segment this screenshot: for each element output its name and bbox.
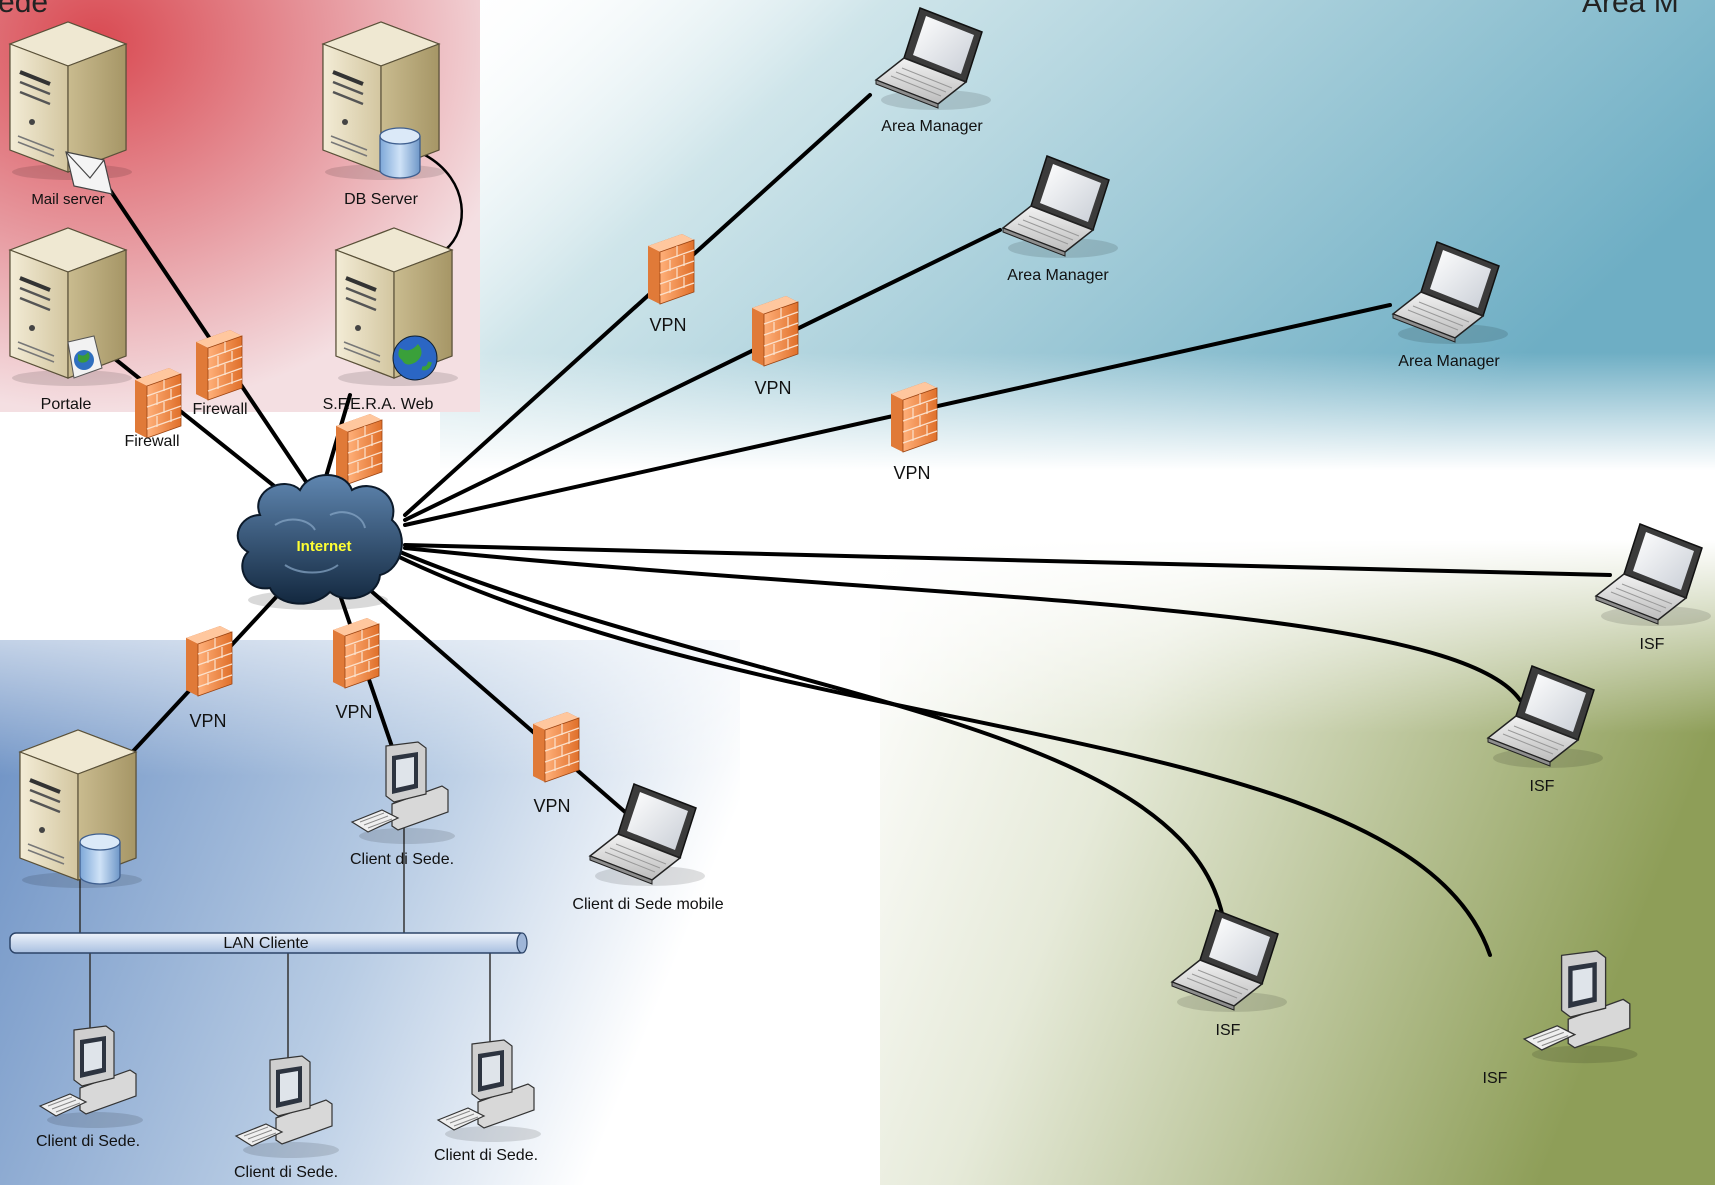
area-manager-1-label: Area Manager (881, 118, 983, 135)
vpn-am3-label: VPN (893, 463, 930, 483)
links (108, 93, 1612, 957)
portal-globe-icon (67, 335, 103, 379)
area-manager-1[interactable]: Area Manager (875, 7, 992, 135)
web-server-label: S.F.E.R.A. Web (323, 396, 434, 413)
firewall-vpn-am1[interactable]: VPN (647, 233, 695, 335)
lan-drops (79, 820, 491, 1075)
vpn-client-label: VPN (335, 702, 372, 722)
firewall-portal[interactable]: Firewall (124, 367, 182, 450)
database-icon (379, 127, 421, 179)
db-link (424, 153, 464, 251)
client-sede-1[interactable]: Client di Sede. (36, 1025, 144, 1150)
corner-label-left: Sede (0, 0, 49, 19)
client-sede-top[interactable]: Client di Sede. (350, 741, 456, 868)
client-sede-3-label: Client di Sede. (434, 1147, 538, 1164)
lan-label: LAN Cliente (223, 935, 308, 952)
client-sede-top-label: Client di Sede. (350, 851, 454, 868)
isf-2-label: ISF (1530, 778, 1555, 795)
isf-3[interactable]: ISF (1171, 909, 1288, 1039)
firewall-web[interactable] (335, 413, 383, 485)
client-mobile-label: Client di Sede mobile (572, 896, 723, 913)
vpn-am2-label: VPN (754, 378, 791, 398)
area-manager-3[interactable]: Area Manager (1392, 241, 1509, 370)
vpn-mobile-label: VPN (533, 796, 570, 816)
mail-server-label: Mail server (31, 191, 104, 208)
area-manager-2[interactable]: Area Manager (1002, 155, 1119, 284)
internet-cloud[interactable]: Internet (236, 474, 403, 610)
portal-server[interactable]: Portale (8, 226, 134, 413)
firewall-vpn-mobile[interactable]: VPN (532, 711, 580, 816)
area-manager-3-label: Area Manager (1398, 353, 1500, 370)
firewall-vpn-client[interactable]: VPN (332, 617, 380, 722)
isf-4-label: ISF (1483, 1070, 1508, 1087)
lan-bar[interactable]: LAN Cliente (9, 932, 528, 954)
firewall-vpn-am2[interactable]: VPN (751, 295, 799, 398)
firewall-vpn-am3[interactable]: VPN (890, 381, 938, 483)
db-server[interactable]: DB Server (321, 20, 447, 208)
client-sede-3[interactable]: Client di Sede. (434, 1039, 542, 1164)
firewall-portal-label: Firewall (124, 433, 179, 450)
isf-2[interactable]: ISF (1487, 665, 1604, 795)
lan-server[interactable] (18, 728, 144, 890)
firewall-mail-label: Firewall (192, 401, 247, 418)
mail-envelope-icon (65, 151, 113, 195)
isf-3-label: ISF (1216, 1022, 1241, 1039)
client-sede-mobile[interactable]: Client di Sede mobile (572, 783, 724, 913)
area-manager-2-label: Area Manager (1007, 267, 1109, 284)
portal-label: Portale (41, 396, 92, 413)
vpn-lan-label: VPN (189, 711, 226, 731)
web-server[interactable]: S.F.E.R.A. Web (323, 226, 460, 413)
firewall-mail[interactable]: Firewall (192, 329, 248, 418)
mail-server[interactable]: Mail server (8, 20, 134, 208)
corner-label-right: Area M (1582, 0, 1679, 19)
internet-label: Internet (296, 538, 351, 555)
web-globe-icon (392, 335, 438, 381)
client-sede-1-label: Client di Sede. (36, 1133, 140, 1150)
isf-4[interactable]: ISF (1483, 950, 1639, 1087)
lan-database-icon (79, 833, 121, 885)
isf-1-label: ISF (1640, 636, 1665, 653)
client-sede-2[interactable]: Client di Sede. (234, 1055, 340, 1181)
client-sede-2-label: Client di Sede. (234, 1164, 338, 1181)
db-server-label: DB Server (344, 191, 418, 208)
vpn-am1-label: VPN (649, 315, 686, 335)
isf-1[interactable]: ISF (1595, 523, 1712, 653)
firewall-vpn-lan[interactable]: VPN (185, 625, 233, 731)
